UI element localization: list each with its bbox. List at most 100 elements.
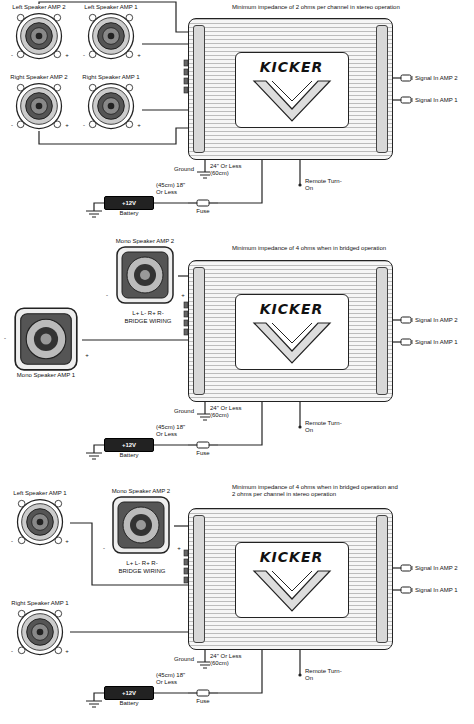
polarity-mark: + <box>136 122 142 129</box>
logo-plate: KICKER <box>235 294 349 370</box>
speaker-frame <box>89 14 134 59</box>
speaker-cone <box>103 28 120 45</box>
fuse-body <box>197 690 209 696</box>
speaker: Right Speaker AMP 1 <box>10 600 70 657</box>
speaker-frame <box>18 500 63 545</box>
fuse-body <box>197 200 209 206</box>
speaker-cone <box>98 93 125 120</box>
polarity-mark: - <box>101 545 107 552</box>
polarity-mark: - <box>104 292 110 299</box>
ground-symbol <box>86 701 102 707</box>
speaker-icon <box>86 11 136 61</box>
sub-surround <box>122 252 168 298</box>
speaker-label: Mono Speaker AMP 2 <box>108 488 174 495</box>
speaker-icon <box>13 306 79 372</box>
sub-cone <box>123 507 159 543</box>
battery-ground-wire <box>94 203 104 211</box>
note-label: Signal In AMP 1 <box>415 587 471 594</box>
logo-plate: KICKER <box>235 52 349 128</box>
speaker-icon <box>14 11 64 61</box>
speaker-label: Right Speaker AMP 1 <box>10 600 70 607</box>
signal-wire <box>393 99 401 100</box>
speaker-label: Mono Speaker AMP 2 <box>112 238 178 245</box>
note-label: 24" Or Less (60cm) <box>210 405 258 419</box>
battery-ground-wire <box>94 693 104 701</box>
note-label: Ground <box>156 166 194 173</box>
polarity-mark: + <box>64 538 70 545</box>
sub-cap <box>140 270 150 280</box>
polarity-mark: - <box>9 52 15 59</box>
speaker-cap <box>36 103 43 110</box>
polarity-mark: + <box>64 648 70 655</box>
ground-wire <box>204 402 205 414</box>
speaker: Left Speaker AMP 2 <box>8 4 70 61</box>
speaker-cone <box>26 23 53 50</box>
battery: +12VBattery <box>104 438 154 459</box>
note-label: (45cm) 18" Or Less <box>156 424 190 438</box>
wire <box>178 275 188 276</box>
rca-plug <box>401 339 411 345</box>
speaker: Mono Speaker AMP 2 <box>112 238 178 305</box>
rca-pin <box>411 99 413 101</box>
battery: +12VBattery <box>104 686 154 707</box>
speaker-label: Left Speaker AMP 1 <box>80 4 142 11</box>
speaker-icon <box>14 81 64 131</box>
amp-endcap <box>193 515 205 643</box>
brand-logo: KICKER <box>257 59 327 75</box>
polarity-mark: + <box>64 122 70 129</box>
speaker: Left Speaker AMP 1 <box>10 490 70 547</box>
speaker-cone <box>31 98 48 115</box>
rca-plug <box>401 565 411 571</box>
sub-cone <box>127 257 163 293</box>
logo-chevron <box>254 81 330 121</box>
logo-chevron <box>254 571 330 611</box>
speaker-label: Right Speaker AMP 1 <box>80 74 142 81</box>
speaker-icon <box>115 245 175 305</box>
speaker-frame <box>17 84 62 129</box>
speaker-cap <box>108 33 115 40</box>
brand-logo: KICKER <box>257 301 327 317</box>
polarity-mark: + <box>136 52 142 59</box>
wire-end <box>298 183 301 186</box>
polarity-mark: + <box>176 545 182 552</box>
wire <box>142 43 188 44</box>
speaker-surround <box>21 18 58 55</box>
ground-symbol <box>86 453 102 459</box>
note-label: Minimum impedance of 4 ohms when in brid… <box>232 245 402 252</box>
note-label: Minimum impedance of 2 ohms per channel … <box>232 4 402 11</box>
rca-pin <box>411 589 413 591</box>
ground-wire <box>204 650 205 662</box>
wire-end <box>298 673 301 676</box>
speaker-label: Left Speaker AMP 1 <box>10 490 70 497</box>
brand-logo: KICKER <box>257 549 327 565</box>
speaker-frame <box>89 84 134 129</box>
fuse: Fuse <box>188 440 218 457</box>
speaker-surround <box>22 614 59 651</box>
sub-cone <box>134 264 156 286</box>
note-label: Ground <box>156 656 194 663</box>
note-label: Signal In AMP 2 <box>415 317 471 324</box>
battery-label: Battery <box>104 452 154 459</box>
speaker-cone <box>27 619 54 646</box>
speaker-cone <box>27 509 54 536</box>
battery-label: Battery <box>104 700 154 707</box>
rca-pin <box>411 77 413 79</box>
polarity-mark: + <box>180 292 186 299</box>
logo-chevron <box>272 81 312 101</box>
note-label: 24" Or Less (60cm) <box>210 163 258 177</box>
remote-wire <box>299 402 300 426</box>
note-label: BRIDGE WIRING <box>112 568 172 575</box>
wire <box>82 339 188 340</box>
speaker-surround <box>93 88 130 125</box>
speaker-cone <box>31 28 48 45</box>
fuse-label: Fuse <box>188 450 218 457</box>
wire <box>154 202 188 203</box>
battery: +12VBattery <box>104 196 154 217</box>
sub-cone <box>130 514 152 536</box>
battery-voltage: +12V <box>105 439 153 451</box>
speaker-cone <box>32 624 49 641</box>
ground-symbol <box>86 211 102 217</box>
battery-label: Battery <box>104 210 154 217</box>
note-label: Remote Turn-On <box>305 668 349 682</box>
speaker-label: Mono Speaker AMP 1 <box>10 372 82 379</box>
